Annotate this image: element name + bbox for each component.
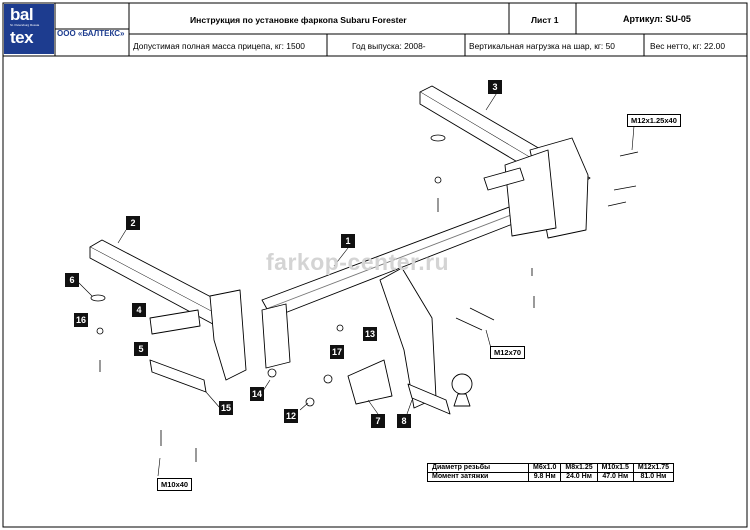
thread-cell: M12x1.75 (632, 463, 675, 473)
company-name: ООО «БАЛТЕКС» (57, 29, 125, 38)
thread-cell: M6x1.0 (527, 463, 562, 473)
table-row: Диаметр резьбы M6x1.0 M8x1.25 M10x1.5 M1… (427, 463, 675, 473)
thread-cell: M10x1.5 (596, 463, 634, 473)
baltex-logo: bal St. Petersburg Russia tex (4, 4, 54, 54)
logo-text-1: bal (10, 5, 34, 24)
sheet-number: Лист 1 (531, 15, 559, 25)
tag-m12x125x40: M12x1.25x40 (627, 114, 681, 127)
callout-2: 2 (126, 216, 140, 230)
callout-13: 13 (363, 327, 377, 341)
callout-7: 7 (371, 414, 385, 428)
leader-lines (76, 87, 635, 477)
ball-neck (407, 383, 451, 415)
table-row: Момент затяжки 9.8 Нм 24.0 Нм 47.0 Нм 81… (427, 472, 675, 482)
callout-3: 3 (488, 80, 502, 94)
watermark: farkop-center.ru (266, 249, 450, 275)
torque-cell: 47.0 Нм (596, 472, 634, 482)
callout-1: 1 (341, 234, 355, 248)
torque-table: Диаметр резьбы M6x1.0 M8x1.25 M10x1.5 M1… (427, 463, 675, 482)
callout-14: 14 (250, 387, 264, 401)
torque-cell: 9.8 Нм (527, 472, 562, 482)
left-bracket (209, 289, 247, 381)
tag-m10x40: M10x40 (157, 478, 193, 491)
logo-subtext: St. Petersburg Russia (10, 23, 40, 27)
max-trailer-mass: Допустимая полная масса прицепа, кг: 150… (133, 41, 305, 51)
fasteners (90, 134, 639, 462)
net-weight: Вес нетто, кг: 22.00 (650, 41, 725, 51)
torque-label: Момент затяжки (427, 472, 529, 482)
logo-text-2: tex (10, 28, 34, 47)
torque-cell: 24.0 Нм (560, 472, 598, 482)
tow-ball (451, 373, 473, 395)
callout-6: 6 (65, 273, 79, 287)
callout-16: 16 (74, 313, 88, 327)
thread-cell: M8x1.25 (560, 463, 598, 473)
callout-15: 15 (219, 401, 233, 415)
torque-cell: 81.0 Нм (632, 472, 675, 482)
production-year: Год выпуска: 2008- (352, 41, 426, 51)
tag-m12x70: M12x70 (490, 346, 526, 359)
callout-12: 12 (284, 409, 298, 423)
callout-17: 17 (330, 345, 344, 359)
callout-8: 8 (397, 414, 411, 428)
vertical-load: Вертикальная нагрузка на шар, кг: 50 (469, 41, 615, 51)
thread-diameter-label: Диаметр резьбы (427, 463, 529, 473)
article-number: Артикул: SU-05 (623, 14, 691, 24)
doc-title: Инструкция по установке фаркопа Subaru F… (190, 15, 407, 25)
callout-5: 5 (134, 342, 148, 356)
callout-4: 4 (132, 303, 146, 317)
